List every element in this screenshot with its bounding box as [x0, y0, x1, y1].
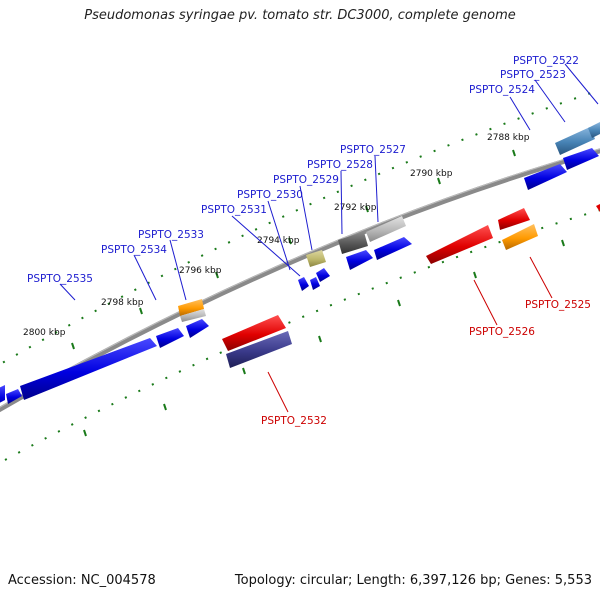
forward-genes: [0, 122, 600, 408]
leader-line: [473, 279, 498, 326]
gene-arrow-forward[interactable]: [310, 277, 320, 290]
major-tick: [561, 239, 565, 247]
gene-label[interactable]: PSPTO_2525: [525, 299, 591, 311]
leader-line: [340, 170, 343, 235]
gene-arrow-reverse[interactable]: [498, 208, 530, 230]
leader-line: [59, 283, 76, 301]
gene-labels-forward: PSPTO_2522 PSPTO_2523 PSPTO_2524 PSPTO_2…: [27, 55, 579, 285]
gene-box-orange[interactable]: [502, 224, 538, 250]
tick-line-forward: [0, 89, 600, 366]
major-tick: [318, 335, 322, 343]
gene-box-dark[interactable]: [338, 232, 368, 254]
major-tick: [242, 367, 246, 375]
gene-label[interactable]: PSPTO_2529: [273, 174, 339, 186]
gene-label[interactable]: PSPTO_2531: [201, 204, 267, 216]
genome-stats-text: Topology: circular; Length: 6,397,126 bp…: [234, 573, 592, 588]
leader-line: [133, 254, 157, 301]
gene-arrow-forward[interactable]: [374, 237, 412, 260]
leader-line: [299, 185, 313, 251]
gene-label[interactable]: PSPTO_2522: [513, 55, 579, 67]
gene-arrow-forward[interactable]: [563, 148, 599, 170]
leader-line: [267, 371, 289, 413]
gene-arrow-reverse[interactable]: [596, 204, 600, 212]
gene-arrow-forward[interactable]: [316, 268, 330, 282]
gene-box-orange[interactable]: [178, 299, 204, 316]
accession-text: Accession: NC_004578: [8, 573, 156, 588]
genome-backbone-highlight: [0, 148, 600, 408]
major-tick: [163, 403, 167, 411]
gene-box-gray[interactable]: [366, 216, 406, 242]
kbp-label: 2790 kbp: [410, 169, 453, 179]
major-tick: [83, 429, 87, 437]
kbp-label: 2796 kbp: [179, 266, 222, 276]
major-tick: [288, 237, 292, 245]
gene-box-gray[interactable]: [180, 309, 206, 322]
gene-box-steel[interactable]: [588, 122, 600, 138]
gene-box-navy[interactable]: [226, 331, 292, 368]
major-tick: [215, 271, 219, 279]
major-ticks: [71, 149, 565, 437]
leader-line: [534, 79, 566, 123]
gene-labels-reverse: PSPTO_2525 PSPTO_2526 PSPTO_2532: [261, 299, 591, 427]
leader-line: [231, 215, 301, 277]
major-tick: [139, 307, 143, 315]
gene-arrow-forward[interactable]: [298, 277, 309, 291]
kbp-labels: 2788 kbp 2790 kbp 2792 kbp 2794 kbp 2796…: [23, 133, 530, 338]
major-tick: [71, 342, 75, 350]
leader-line: [509, 96, 531, 131]
leader-line: [267, 200, 291, 271]
gene-arrow-forward[interactable]: [6, 389, 22, 404]
gene-label[interactable]: PSPTO_2533: [138, 229, 204, 241]
gene-label[interactable]: PSPTO_2532: [261, 415, 327, 427]
gene-arrow-forward[interactable]: [186, 319, 209, 338]
gene-arrow-reverse[interactable]: [426, 225, 493, 264]
gene-label[interactable]: PSPTO_2528: [307, 159, 373, 171]
kbp-label: 2788 kbp: [487, 133, 530, 143]
major-tick: [512, 149, 516, 157]
major-tick: [473, 271, 477, 279]
gene-box-steel[interactable]: [555, 127, 595, 155]
major-tick: [437, 177, 441, 185]
gene-box-khaki[interactable]: [306, 250, 326, 267]
major-tick: [365, 205, 369, 213]
page-title: Pseudomonas syringae pv. tomato str. DC3…: [84, 8, 516, 23]
reverse-genes: [222, 204, 600, 368]
gene-arrow-reverse[interactable]: [222, 315, 286, 351]
kbp-label: 2798 kbp: [101, 298, 144, 308]
leader-line: [169, 239, 187, 301]
gene-label[interactable]: PSPTO_2526: [469, 326, 535, 338]
gene-label[interactable]: PSPTO_2523: [500, 69, 566, 81]
major-tick: [397, 299, 401, 307]
gene-label[interactable]: PSPTO_2535: [27, 273, 93, 285]
leader-lines: [59, 63, 599, 413]
gene-arrow-forward[interactable]: [156, 328, 184, 348]
leader-line: [564, 63, 599, 105]
gene-label[interactable]: PSPTO_2524: [469, 84, 535, 96]
leader-line: [374, 155, 379, 223]
leader-line: [529, 256, 553, 299]
gene-label[interactable]: PSPTO_2530: [237, 189, 303, 201]
gene-arrow-forward[interactable]: [20, 338, 157, 400]
kbp-label: 2794 kbp: [257, 236, 300, 246]
gene-arrow-forward[interactable]: [0, 385, 5, 408]
kbp-label: 2792 kbp: [334, 203, 377, 213]
kbp-label: 2800 kbp: [23, 328, 66, 338]
gene-arrow-forward[interactable]: [346, 250, 373, 270]
gene-label[interactable]: PSPTO_2527: [340, 144, 406, 156]
gene-label[interactable]: PSPTO_2534: [101, 244, 167, 256]
gene-arrow-forward[interactable]: [524, 164, 567, 190]
